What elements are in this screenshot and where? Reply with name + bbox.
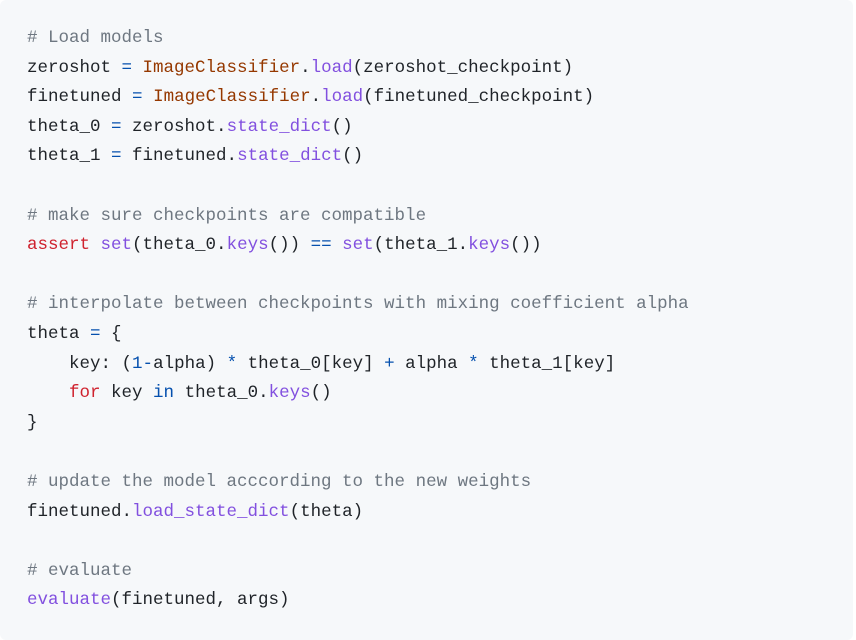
code-token-text xyxy=(27,383,69,403)
code-token-op: in xyxy=(153,383,175,404)
code-token-class: ImageClassifier xyxy=(153,87,311,108)
code-token-text: finetuned. xyxy=(27,501,133,522)
code-line: key: (1-alpha) * theta_0[key] + alpha * … xyxy=(27,350,853,380)
code-token-text: key: ( xyxy=(27,353,133,374)
code-token-num: 1 xyxy=(132,353,143,374)
code-token-op: * xyxy=(226,353,238,374)
code-token-func: set xyxy=(100,235,133,256)
code-token-text: () xyxy=(342,146,364,167)
code-token-func: keys xyxy=(226,235,269,256)
code-line: # interpolate between checkpoints with m… xyxy=(27,290,853,320)
code-token-text: (finetuned, args) xyxy=(111,590,290,611)
code-token-op: = xyxy=(111,116,122,137)
code-token-text: zeroshot. xyxy=(121,116,227,137)
code-token-func: state_dict xyxy=(237,146,343,167)
code-line: theta_0 = zeroshot.state_dict() xyxy=(27,113,853,143)
code-token-text: theta xyxy=(27,323,91,344)
code-token-text xyxy=(132,58,143,78)
code-token-text: theta_1 xyxy=(27,146,112,167)
code-token-op: == xyxy=(310,235,332,256)
code-token-text: theta_0. xyxy=(174,383,269,404)
code-token-text: () xyxy=(310,383,332,404)
code-token-op: = xyxy=(111,146,122,167)
code-token-text: (theta_0. xyxy=(132,235,227,256)
code-line: # make sure checkpoints are compatible xyxy=(27,202,853,232)
code-line: finetuned.load_state_dict(theta) xyxy=(27,498,853,528)
code-token-text: alpha) xyxy=(153,353,227,374)
code-token-comment: # evaluate xyxy=(27,560,133,581)
code-line xyxy=(27,527,853,557)
code-token-func: keys xyxy=(468,235,511,256)
code-token-text: (theta_1. xyxy=(373,235,469,256)
code-token-func: state_dict xyxy=(226,116,332,137)
code-token-func: keys xyxy=(268,383,311,404)
code-token-text xyxy=(90,235,101,255)
code-token-text: . xyxy=(310,87,322,108)
code-token-text: { xyxy=(100,323,122,344)
code-token-keyword: for xyxy=(69,383,101,404)
code-line xyxy=(27,261,853,291)
code-token-func: evaluate xyxy=(27,590,112,611)
code-line xyxy=(27,172,853,202)
code-line: } xyxy=(27,409,853,439)
code-token-keyword: assert xyxy=(27,235,91,256)
code-token-op: = xyxy=(132,87,143,108)
code-token-op: - xyxy=(142,353,154,374)
code-token-text: finetuned. xyxy=(121,146,238,167)
code-line: theta = { xyxy=(27,320,853,350)
code-token-text: . xyxy=(300,57,311,78)
code-token-comment: # update the model acccording to the new… xyxy=(27,471,532,492)
code-token-comment: # Load models xyxy=(27,28,164,48)
code-token-text: } xyxy=(27,412,38,433)
code-token-func: set xyxy=(342,235,374,256)
code-token-text: ()) xyxy=(268,235,311,256)
code-token-text: theta_0[key] xyxy=(237,353,385,374)
code-line xyxy=(27,438,853,468)
code-line: for key in theta_0.keys() xyxy=(27,379,853,409)
code-line: finetuned = ImageClassifier.load(finetun… xyxy=(27,83,853,113)
code-token-comment: # interpolate between checkpoints with m… xyxy=(27,294,689,315)
code-token-comment: # make sure checkpoints are compatible xyxy=(27,205,427,226)
code-token-op: = xyxy=(121,57,133,78)
code-token-class: ImageClassifier xyxy=(142,57,301,78)
code-token-text: finetuned xyxy=(27,87,133,108)
code-line: evaluate(finetuned, args) xyxy=(27,586,853,616)
code-token-text: () xyxy=(331,116,353,137)
code-line: theta_1 = finetuned.state_dict() xyxy=(27,142,853,172)
code-token-text: (theta) xyxy=(289,501,364,522)
code-token-text: (zeroshot_checkpoint) xyxy=(352,57,574,78)
code-token-text: ()) xyxy=(510,235,542,256)
code-token-text: key xyxy=(100,383,154,404)
code-content: # Load models zeroshot = ImageClassifier.… xyxy=(27,24,853,616)
code-token-op: * xyxy=(468,353,479,374)
code-line: # update the model acccording to the new… xyxy=(27,468,853,498)
code-token-func: load xyxy=(310,57,353,78)
code-token-func: load_state_dict xyxy=(132,501,290,522)
code-line: # Load models xyxy=(27,24,853,54)
code-token-text: theta_0 xyxy=(27,116,112,137)
code-token-op: + xyxy=(384,353,395,374)
code-token-text: alpha xyxy=(394,353,469,374)
code-token-func: load xyxy=(321,87,364,108)
code-token-text xyxy=(143,87,154,107)
code-line: zeroshot = ImageClassifier.load(zeroshot… xyxy=(27,54,853,84)
code-token-op: = xyxy=(90,323,101,344)
code-token-text: (finetuned_checkpoint) xyxy=(363,87,595,108)
code-token-text xyxy=(332,235,343,255)
code-line: assert set(theta_0.keys()) == set(theta_… xyxy=(27,231,853,261)
code-line: # evaluate xyxy=(27,557,853,587)
code-token-text: theta_1[key] xyxy=(478,353,616,374)
code-token-text: zeroshot xyxy=(27,57,122,78)
